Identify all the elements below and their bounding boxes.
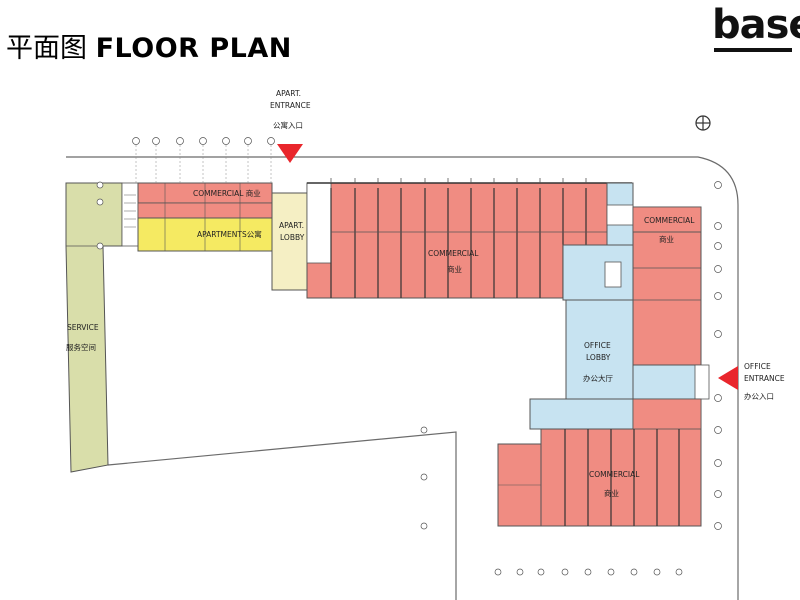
floor-plan-drawing: APART. ENTRANCE 公寓入口 OFFICE ENTRANCE 办公入… — [65, 89, 785, 600]
commercial-right-label: COMMERCIAL — [644, 216, 695, 225]
apart-lobby-label-1: APART. — [279, 221, 304, 230]
office-entrance-label-zh: 办公入口 — [744, 391, 774, 401]
commercial-right-label-zh: 商业 — [659, 234, 674, 244]
grid-bubbles-north — [132, 137, 275, 145]
apart-entrance-label-2: ENTRANCE — [270, 101, 311, 110]
apart-entrance-label-1: APART. — [276, 89, 301, 98]
commercial-bottom-label: COMMERCIAL — [589, 470, 640, 479]
commercial-main-label-zh: 商业 — [447, 264, 462, 274]
grid-bubbles-east — [714, 181, 722, 530]
office-core — [562, 244, 634, 301]
grid-bubbles-south — [494, 568, 683, 576]
north-arrow-icon — [695, 115, 711, 131]
apart-entrance-arrow — [277, 144, 303, 163]
office-entrance-arrow — [718, 366, 738, 390]
office-entrance-label-2: ENTRANCE — [744, 374, 785, 383]
title-en: FLOOR PLAN — [95, 33, 292, 64]
office-lobby-label-1: OFFICE — [584, 341, 611, 350]
stair-nw — [121, 182, 139, 247]
title-zh: 平面图 — [6, 33, 87, 64]
commercial-bottom-label-zh: 商业 — [604, 488, 619, 498]
commercial-strip-label: COMMERCIAL 商业 — [193, 188, 261, 198]
apart-lobby — [271, 192, 308, 291]
office-lobby-label-zh: 办公大厅 — [583, 373, 613, 383]
service-label-zh: 服务空间 — [66, 342, 96, 352]
site-outline — [66, 156, 739, 600]
logo-underline — [714, 48, 792, 52]
commercial-main-label: COMMERCIAL — [428, 249, 479, 258]
office-entrance-label-1: OFFICE — [744, 362, 771, 371]
brand-logo: base — [712, 0, 800, 58]
grid-bubbles-west — [96, 181, 428, 530]
service-label: SERVICE — [67, 323, 99, 332]
apartments-label: APARTMENTS公寓 — [197, 229, 262, 239]
apart-lobby-label-2: LOBBY — [280, 233, 305, 242]
office-lobby-label-2: LOBBY — [586, 353, 611, 362]
apart-entrance-label-zh: 公寓入口 — [273, 120, 303, 130]
commercial-right — [632, 206, 702, 366]
page-title: 平面图 FLOOR PLAN — [6, 26, 292, 65]
logo-wordmark: base — [712, 2, 800, 48]
office-lobby — [565, 299, 634, 400]
commercial-main — [306, 182, 608, 299]
